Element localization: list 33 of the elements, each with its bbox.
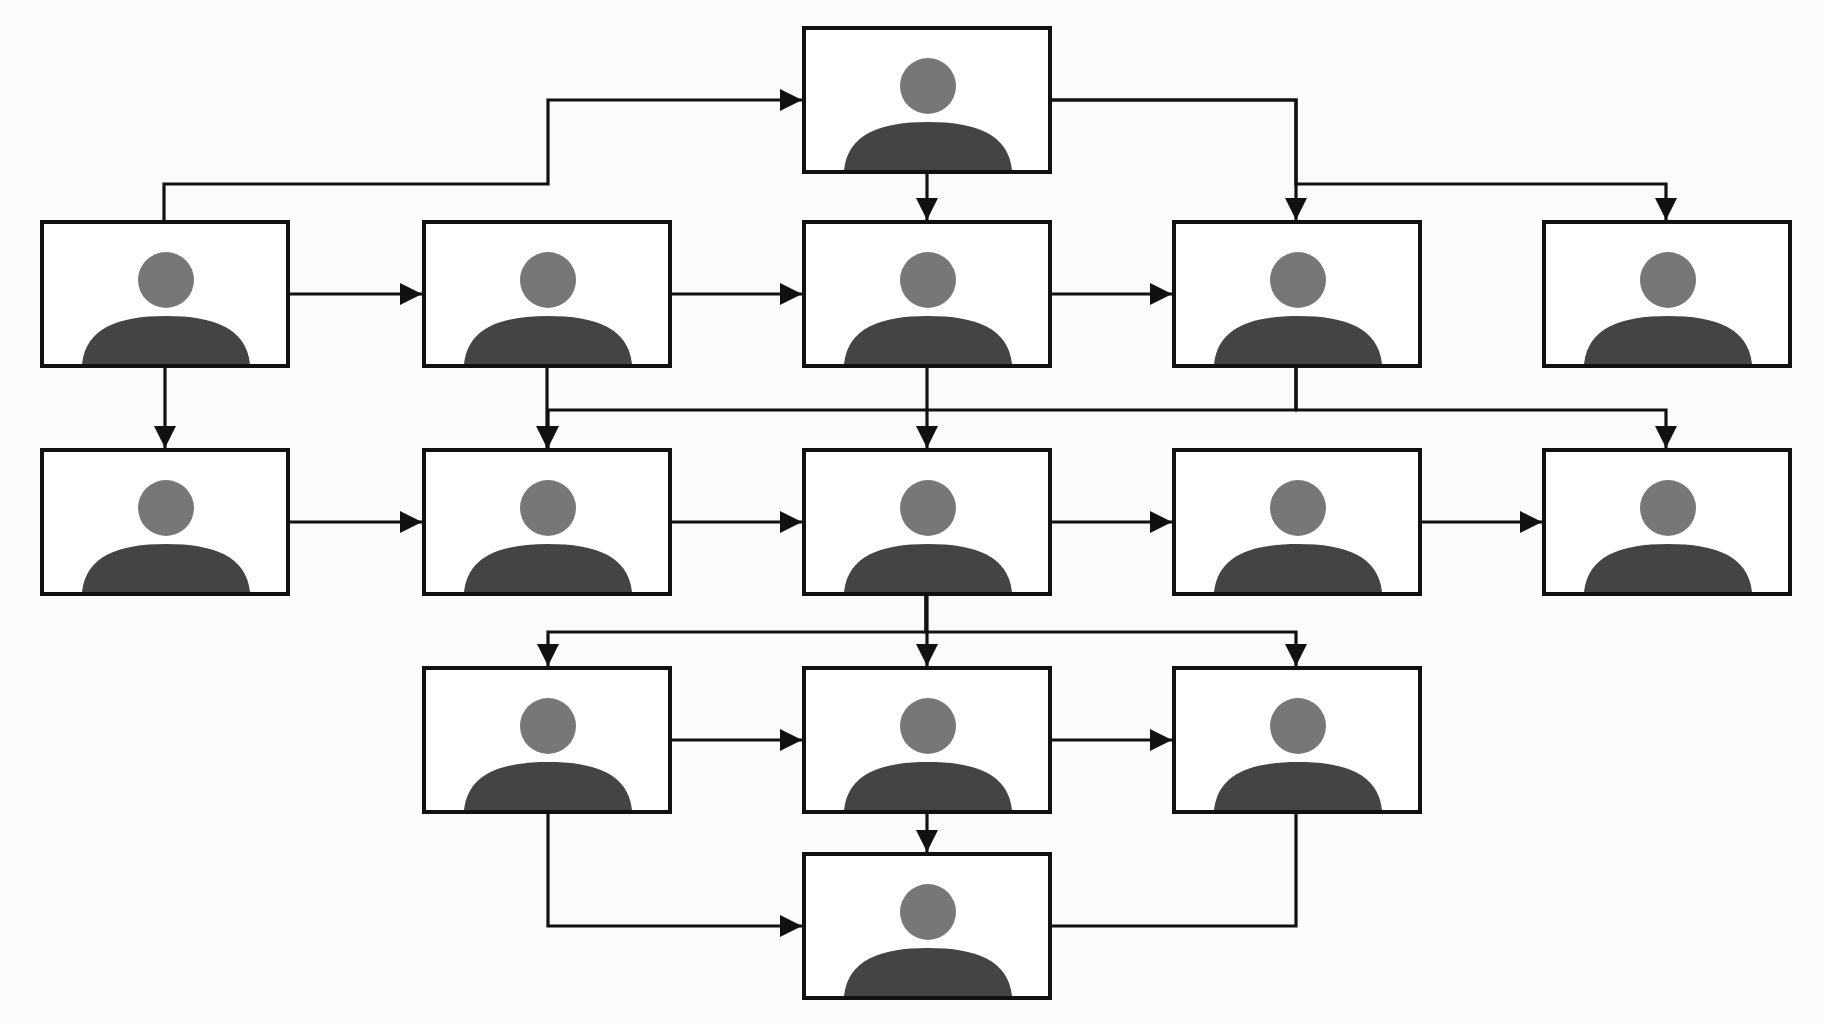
connector-arrow: [153, 368, 177, 448]
portrait-frame: [802, 448, 1052, 596]
connector-arrow: [162, 88, 802, 220]
portrait-frame: [1542, 448, 1792, 596]
connector-arrow: [924, 596, 1308, 666]
connector-arrow: [915, 596, 939, 666]
portrait-frame: [422, 220, 672, 368]
connector-arrow: [1052, 728, 1172, 752]
portrait-frame: [802, 26, 1052, 174]
connector-arrow: [672, 510, 802, 534]
connector-arrow: [915, 174, 939, 220]
portrait-frame: [40, 448, 290, 596]
connector-arrow: [1052, 98, 1678, 220]
portrait-frame: [1172, 448, 1422, 596]
connector-arrow: [672, 282, 802, 306]
connector-arrow: [1052, 510, 1172, 534]
portrait-frame: [422, 448, 672, 596]
portrait-frame: [1172, 220, 1422, 368]
connector-arrow: [290, 510, 422, 534]
portrait-frame: [1172, 666, 1422, 814]
connector-arrow: [1422, 510, 1542, 534]
connector-arrow: [915, 368, 939, 448]
portrait-frame: [802, 220, 1052, 368]
connector-arrow: [915, 814, 939, 852]
portrait-frame: [802, 666, 1052, 814]
connector-arrow: [546, 814, 802, 938]
connector-arrow: [290, 282, 422, 306]
portrait-frame: [802, 852, 1052, 1000]
portrait-frame: [40, 220, 290, 368]
portrait-frame: [422, 666, 672, 814]
portrait-frame: [1542, 220, 1792, 368]
connector-arrow: [672, 728, 802, 752]
connector-arrow: [1052, 282, 1172, 306]
